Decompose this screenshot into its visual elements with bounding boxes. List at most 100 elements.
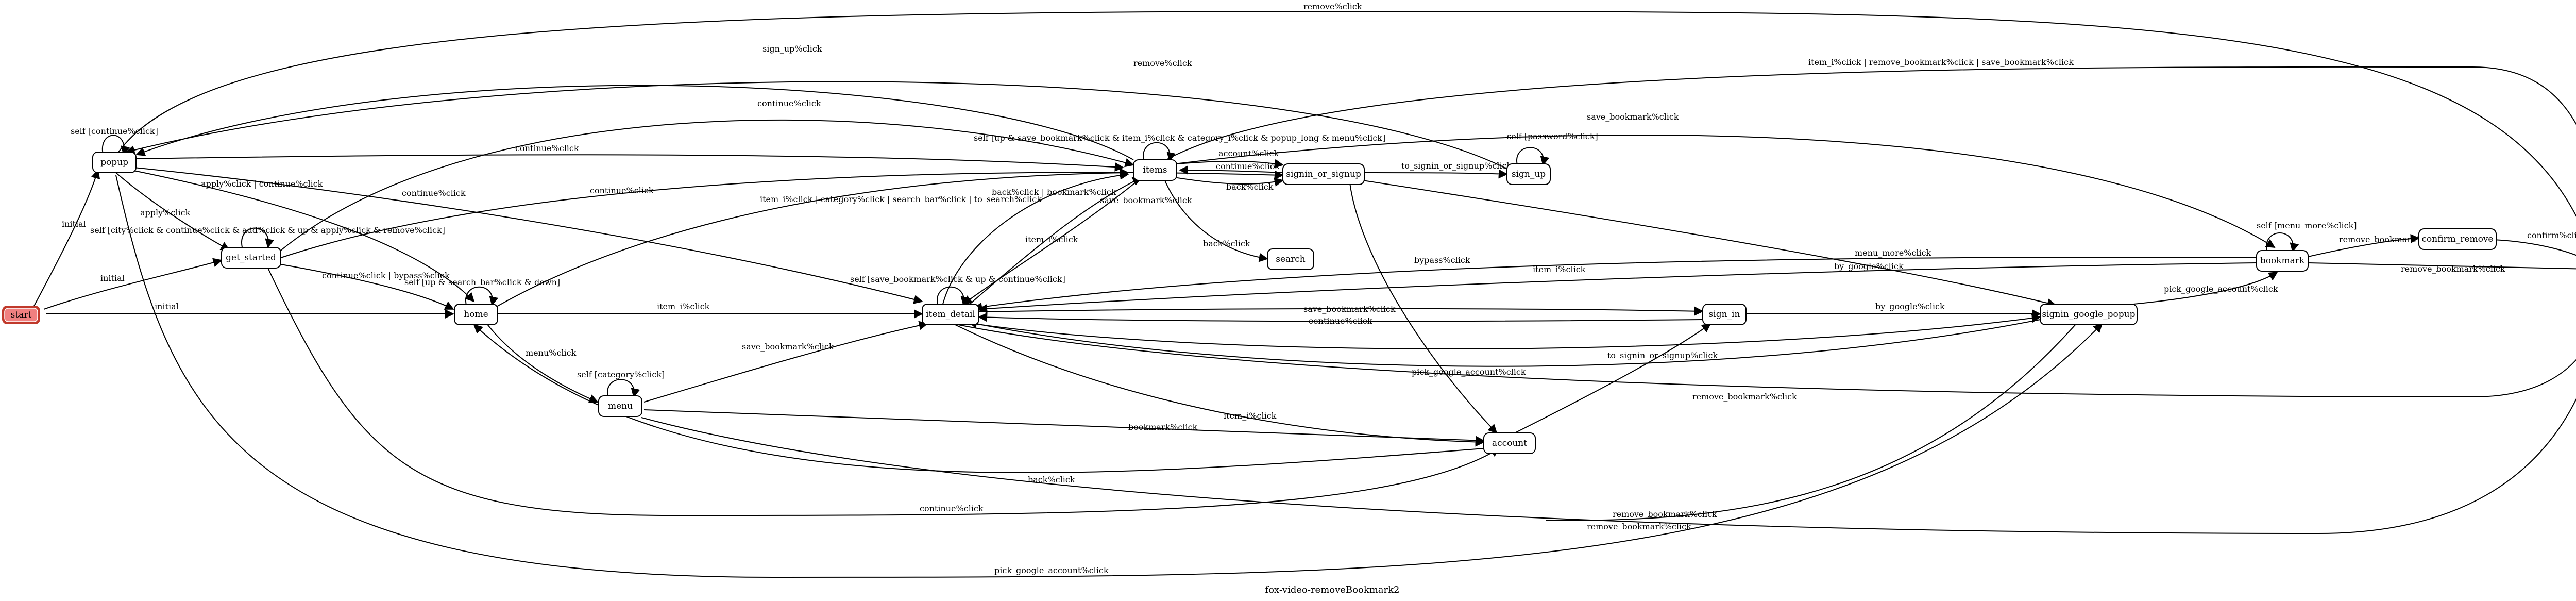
edge-item_detail-items-b [968, 177, 1142, 306]
edge-items-self [1143, 142, 1176, 162]
label-items-signin_or_signup-a: account%click [1218, 148, 1279, 158]
edge-bookmark-confirm_remove [2308, 233, 2420, 257]
node-confirm_remove[interactable]: confirm_remove [2418, 228, 2497, 250]
node-signin_or_signup-label: signin_or_signup [1286, 169, 1361, 179]
node-sign_up-label: sign_up [1512, 169, 1546, 179]
edge-bookmark-end [2308, 262, 2576, 270]
node-item_detail-label: item_detail [926, 309, 975, 320]
label-get_started-items: continue%click [757, 98, 821, 108]
label-home-items: item_i%click | category%click | search_b… [760, 194, 1042, 204]
label-sign_in-item_detail: continue%click [1309, 316, 1372, 326]
label-home-self: self [up & search_bar%click & down] [404, 277, 560, 287]
label-item_detail-items-a: back%click | bookmark%click [992, 187, 1116, 197]
edge-signin_google_popup-item_detail [968, 319, 2041, 367]
node-signin_google_popup[interactable]: signin_google_popup [2040, 304, 2138, 325]
edge-popup-items [136, 154, 1124, 172]
node-menu-label: menu [608, 401, 633, 411]
edge-home-menu [486, 323, 599, 403]
label-bookmark-item_detail: item_i%click [1533, 264, 1586, 274]
label-items-end: item_i%click | remove_bookmark%click | s… [1808, 57, 2074, 67]
label-bookmark-end: remove_bookmark%click [2401, 264, 2505, 274]
edge-items-signin_or_signup-b [1177, 177, 1284, 187]
label-menu-end: remove_bookmark%click [1587, 522, 1691, 531]
node-search-label: search [1276, 254, 1306, 264]
node-bookmark-label: bookmark [2260, 256, 2305, 266]
label-popup-signin_google_popup: pick_google_account%click [994, 565, 1109, 575]
node-item_detail[interactable]: item_detail [922, 304, 979, 325]
label-items-bookmark: save_bookmark%click [1587, 112, 1679, 122]
edge-item_detail-account [953, 323, 1485, 447]
edge-menu-item_detail [643, 321, 928, 403]
edge-items-popup [135, 85, 1134, 160]
label-items-signin_or_signup-b: back%click [1226, 182, 1274, 192]
label-signin_or_signup-items: continue%click [1216, 161, 1280, 171]
edge-start-get_started [43, 258, 223, 310]
edge-items-search [1164, 179, 1268, 262]
edge-popup-end [118, 10, 2576, 217]
label-item_detail-signin_google_popup: to_signin_or_signup%click [1607, 350, 1718, 360]
edge-signin_or_signup-signin_google_popup [1362, 180, 2057, 308]
label-item_detail-account: item_i%click [1224, 411, 1277, 421]
edge-signin_or_signup-items [1179, 165, 1283, 175]
edge-bookmark-self [2266, 232, 2299, 253]
node-bookmark[interactable]: bookmark [2256, 250, 2309, 272]
node-confirm_remove-label: confirm_remove [2422, 234, 2494, 244]
edge-item_detail-self [937, 286, 970, 306]
label-item_detail-items-b: save_bookmark%click [1100, 195, 1192, 205]
label-account-home: back%click [1028, 475, 1075, 485]
node-home-label: home [464, 309, 488, 320]
edge-get_started-home [278, 263, 454, 310]
edge-items-item_detail [962, 177, 1142, 305]
edge-sign_in-item_detail [978, 312, 1703, 322]
node-start-label: start [11, 310, 32, 320]
node-sign_in-label: sign_in [1709, 309, 1740, 320]
edge-signin_or_signup-sign_up [1365, 169, 1508, 179]
node-search[interactable]: search [1267, 248, 1314, 270]
node-items-label: items [1143, 165, 1167, 175]
label-confirm_remove-end: confirm%click [2527, 230, 2576, 240]
edge-sign_up-self [1516, 147, 1550, 166]
label-items-search: back%click [1203, 239, 1250, 248]
edge-popup-signin_google_popup [115, 175, 2103, 578]
edge-popup-self [101, 135, 130, 156]
label-get_started-account: continue%click [920, 504, 984, 513]
node-account[interactable]: account [1483, 432, 1536, 454]
edge-popup-get_started [115, 172, 230, 251]
label-start-home: initial [155, 302, 179, 311]
node-home[interactable]: home [454, 304, 498, 325]
label-popup-item_detail: continue%click [402, 188, 466, 198]
node-popup[interactable]: popup [92, 152, 137, 173]
edge-item_detail-items-a [942, 170, 1129, 305]
edge-signin_google_popup-bookmark [2122, 272, 2278, 306]
edge-confirm_remove-end [2493, 239, 2576, 256]
label-sign_up-self: self [password%click] [1507, 131, 1598, 141]
edge-signin_or_signup-account [1349, 182, 1498, 434]
label-items-popup: remove%click [1133, 58, 1192, 68]
edge-bookmark-item_detail-b [973, 257, 2257, 312]
node-menu[interactable]: menu [598, 395, 642, 417]
node-items[interactable]: items [1133, 159, 1177, 181]
label-item_detail-self: self [save_bookmark%click & up & continu… [850, 274, 1065, 284]
edge-get_started-account [267, 268, 1500, 516]
edge-account-home [473, 324, 1484, 474]
label-start-get_started: initial [100, 273, 125, 283]
label-sign_in-signin_google_popup: by_google%click [1875, 302, 1945, 311]
label-get_started-home: continue%click | bypass%click [322, 271, 450, 280]
node-sign_in[interactable]: sign_in [1702, 304, 1747, 325]
node-get_started[interactable]: get_started [221, 247, 281, 269]
label-sign_up-popup: sign_up%click [762, 44, 822, 54]
label-item_detail-sign_in: save_bookmark%click [1303, 304, 1396, 314]
label-popup-self: self [continue%click] [71, 126, 158, 136]
node-sign_up[interactable]: sign_up [1506, 163, 1551, 185]
edge-popup-home [131, 170, 475, 303]
node-start[interactable]: start [2, 306, 40, 324]
label-home-item_detail: item_i%click [657, 302, 710, 311]
edge-home-items [492, 168, 1129, 310]
label-popup-home: apply%click | continue%click [201, 179, 323, 189]
label-signin_google_popup-bookmark: pick_google_account%click [2164, 284, 2278, 294]
edge-item_detail-signin_google_popup [973, 313, 2041, 349]
label-signin_or_signup-account: bypass%click [1414, 255, 1470, 265]
label-popup-end: remove%click [1303, 2, 1362, 11]
node-signin_or_signup[interactable]: signin_or_signup [1282, 163, 1365, 185]
